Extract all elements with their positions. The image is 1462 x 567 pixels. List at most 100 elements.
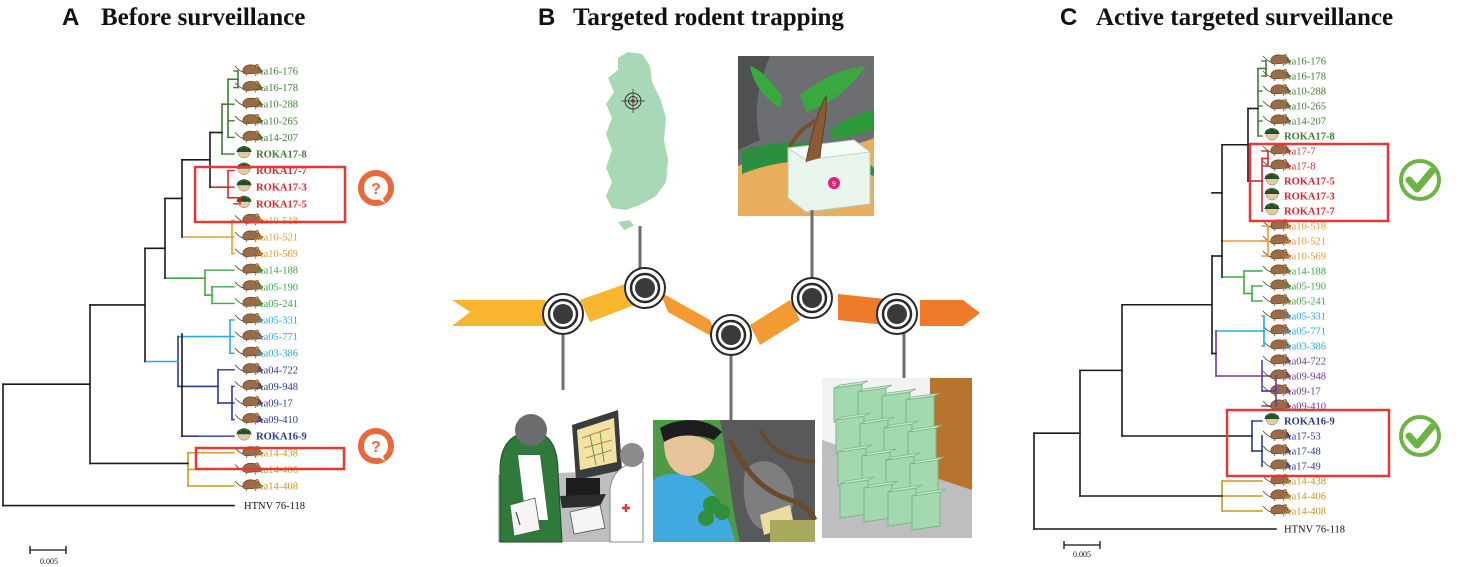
tree-leaf-label: Aa14-408: [1284, 507, 1326, 518]
outgroup-label: HTNV 76-118: [1284, 525, 1345, 536]
trap-cage-top: [859, 416, 895, 425]
question-bubble-icon: [358, 428, 394, 464]
tree-leaf-label: ROKA16-9: [1284, 417, 1335, 428]
outgroup-label: HTNV 76-118: [244, 501, 305, 512]
timeline-node-icon: [709, 313, 753, 357]
tree-leaf-label: Aa14-207: [1284, 117, 1326, 128]
panel-b-title: Targeted rodent trapping: [573, 4, 844, 31]
scale-label-c: 0.005: [1073, 550, 1091, 559]
tree-leaf-label: Aa16-178: [256, 83, 298, 94]
tree-leaf-label: Aa05-241: [256, 299, 298, 310]
phylogenetic-tree-after: Aa16-176Aa16-178Aa10-288Aa10-265Aa14-207…: [1033, 53, 1345, 536]
tree-leaf-label: Aa09-17: [1284, 387, 1321, 398]
trap-cage-top: [887, 484, 923, 493]
soldier-icon: [1263, 202, 1281, 216]
lab-desk-scene: [498, 410, 644, 543]
trap-scene-image: 9: [738, 56, 874, 216]
tree-leaf-label: Aa17-53: [1284, 432, 1321, 443]
tree-leaf-label: ROKA17-5: [256, 199, 307, 210]
tree-leaf-label: Aa14-188: [256, 266, 298, 277]
highlight-box-roka17: [193, 165, 347, 224]
timeline-node-icon: [875, 292, 919, 336]
panel-c-letter: C: [1060, 4, 1077, 31]
panel-a-title: Before surveillance: [101, 4, 305, 31]
tree-leaf-label: Aa14-438: [256, 448, 298, 459]
trap-cage-top: [881, 388, 917, 397]
tree-leaf-label: Aa14-406: [1284, 492, 1326, 503]
tree-leaf-label: Aa05-190: [256, 282, 298, 293]
tree-leaf-label: Aa05-771: [1284, 327, 1326, 338]
tree-leaf-label: Aa14-408: [256, 482, 298, 493]
tree-leaf-label: Aa14-207: [256, 133, 298, 144]
trap-cage-top: [833, 380, 869, 389]
soldier-icon: [235, 427, 253, 441]
svg-text:9: 9: [832, 181, 836, 188]
tree-leaf-label: Aa10-265: [1284, 102, 1326, 113]
soldier-icon: [1263, 172, 1281, 186]
field-worker-scene: [653, 420, 818, 542]
scale-label-a: 0.005: [40, 557, 58, 566]
tree-leaf-label: Aa09-17: [256, 399, 293, 410]
soldier-icon: [1263, 187, 1281, 201]
trap-cage-top: [861, 448, 897, 457]
tree-leaf-label: Aa05-331: [256, 316, 298, 327]
tree-leaf-label: Aa10-288: [1284, 87, 1326, 98]
trap-cage-top: [857, 384, 893, 393]
scale-bar-a: 0.005: [29, 546, 67, 566]
tree-leaf-label: Aa05-190: [1284, 282, 1326, 293]
tree-leaf-label: Aa05-331: [1284, 312, 1326, 323]
trap-cage-top: [839, 476, 875, 485]
tree-leaf-label: Aa03-386: [256, 349, 298, 360]
tree-leaf-label: ROKA17-3: [1284, 192, 1335, 203]
map-target-icon: [621, 89, 645, 113]
trap-cage-top: [885, 452, 921, 461]
tree-leaf-label: Aa14-406: [256, 465, 298, 476]
tree-leaf-label: Aa10-521: [1284, 237, 1326, 248]
tree-leaf-label: Aa05-771: [256, 332, 298, 343]
tree-leaf-label: ROKA17-7: [256, 166, 307, 177]
panel-a-letter: A: [62, 4, 79, 31]
tree-leaf-label: Aa09-410: [256, 415, 298, 426]
panel-c-title: Active targeted surveillance: [1096, 4, 1393, 31]
question-bubble-icon: [358, 170, 394, 206]
tree-leaf-label: Aa03-386: [1284, 342, 1326, 353]
trap-cage-top: [909, 456, 945, 465]
tree-leaf-label: Aa09-410: [1284, 402, 1326, 413]
tree-leaf-label: Aa16-176: [256, 67, 298, 78]
timeline-ribbon: [452, 210, 980, 420]
highlight-box-roka16-confirmed: [1225, 408, 1391, 478]
trap-cage: [911, 491, 941, 531]
trap-cage-top: [883, 420, 919, 429]
tree-leaf-label: Aa17-49: [1284, 462, 1321, 473]
trap-cage-top: [905, 392, 941, 401]
tree-leaf-label: ROKA17-7: [1284, 207, 1335, 218]
tree-leaf-label: Aa10-569: [1284, 252, 1326, 263]
tree-leaf-label: Aa04-722: [256, 365, 298, 376]
check-circle-icon: [1401, 161, 1439, 199]
tree-leaf-label: Aa10-288: [256, 100, 298, 111]
highlight-box-roka16: [194, 446, 346, 471]
tree-leaf-label: Aa17-8: [1284, 162, 1316, 173]
tree-leaf-label: ROKA17-8: [256, 150, 307, 161]
tree-leaf-label: Aa16-178: [1284, 72, 1326, 83]
soldier-icon: [1263, 127, 1281, 141]
tree-leaf-label: Aa09-948: [256, 382, 298, 393]
trap-cage-top: [911, 488, 947, 497]
tree-leaf-label: Aa14-438: [1284, 477, 1326, 488]
trap-cage-top: [863, 480, 899, 489]
tree-leaf-label: Aa16-176: [1284, 57, 1326, 68]
tree-leaf-label: ROKA17-3: [256, 183, 307, 194]
tree-leaf-label: Aa17-7: [1284, 147, 1316, 158]
tree-leaf-label: Aa10-521: [256, 233, 298, 244]
korea-map-icon: [606, 52, 668, 230]
tree-leaf-label: Aa09-948: [1284, 372, 1326, 383]
tree-leaf-label: Aa10-518: [1284, 222, 1326, 233]
timeline-node-icon: [790, 276, 834, 320]
tree-leaf-label: Aa14-188: [1284, 267, 1326, 278]
phylogenetic-tree-before: Aa16-176Aa16-178Aa10-288Aa10-265Aa14-207…: [2, 63, 307, 512]
soldier-icon: [235, 162, 253, 176]
trap-stack-scene: [822, 378, 972, 538]
check-circle-icon: [1401, 417, 1439, 455]
panel-b-letter: B: [538, 4, 555, 31]
